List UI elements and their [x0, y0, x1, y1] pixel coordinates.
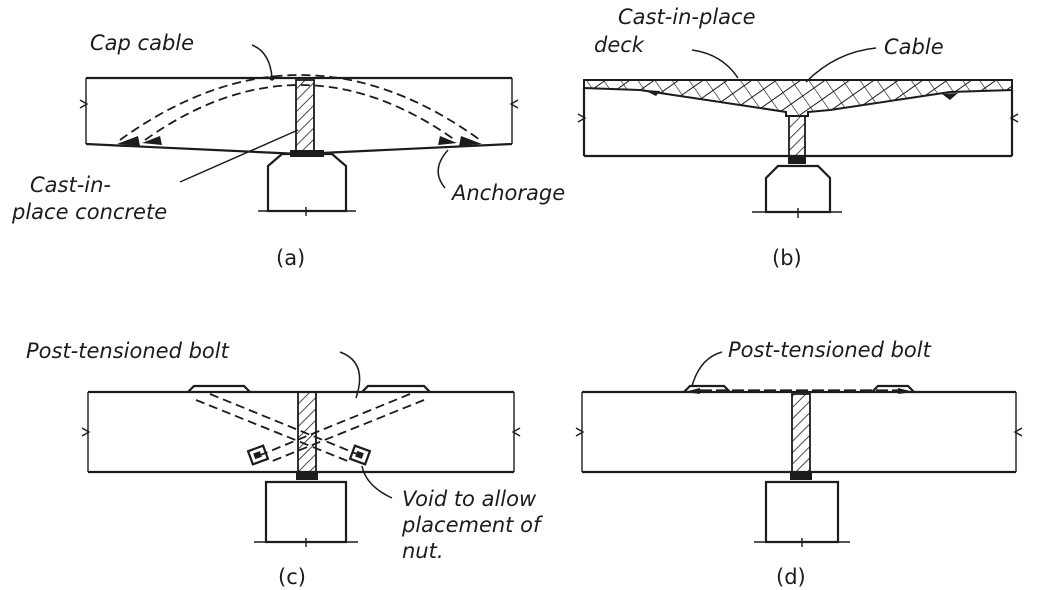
void-boxes [246, 444, 372, 466]
figure-c: Post-tensioned bolt Void to allow placem… [26, 339, 544, 589]
figure-a: Cap cable Cast-in- place concrete Anchor… [11, 31, 565, 270]
cast-in-place-label-line1: Cast-in- [30, 173, 111, 197]
caption-b: (b) [772, 246, 802, 270]
figure-c-diaphragm [297, 391, 317, 473]
cap-cable-label: Cap cable [90, 31, 194, 55]
void-label-line2: placement of [401, 513, 544, 537]
figure-a-pier [258, 150, 356, 216]
caption-a: (a) [276, 246, 305, 270]
figure-d-diaphragm [791, 393, 811, 473]
cable-label: Cable [884, 35, 944, 59]
caption-c: (c) [278, 565, 306, 589]
deck-label-line2: deck [594, 33, 645, 57]
figure-b-pier [764, 164, 832, 214]
figure-b: Cast-in-place deck Cable (b) [577, 5, 1019, 270]
anchorage-label: Anchorage [450, 181, 565, 205]
figure-d-pier [764, 480, 840, 544]
figure-c-pier [264, 480, 348, 544]
cast-in-place-label-line2: place concrete [11, 200, 167, 224]
deck-label-line1: Cast-in-place [618, 5, 756, 29]
void-label-line1: Void to allow [402, 487, 537, 511]
bolt-label-d: Post-tensioned bolt [728, 338, 932, 362]
bolt-label-c: Post-tensioned bolt [26, 339, 230, 363]
figure-a-diaphragm [295, 79, 315, 153]
void-label-line3: nut. [402, 539, 444, 563]
figure-b-diaphragm [788, 115, 806, 157]
figure-d: Post-tensioned bolt (d) [575, 338, 1023, 589]
caption-d: (d) [776, 565, 806, 589]
figure-a-anchorages [117, 136, 482, 146]
figure-a-cap-cable [119, 74, 481, 141]
